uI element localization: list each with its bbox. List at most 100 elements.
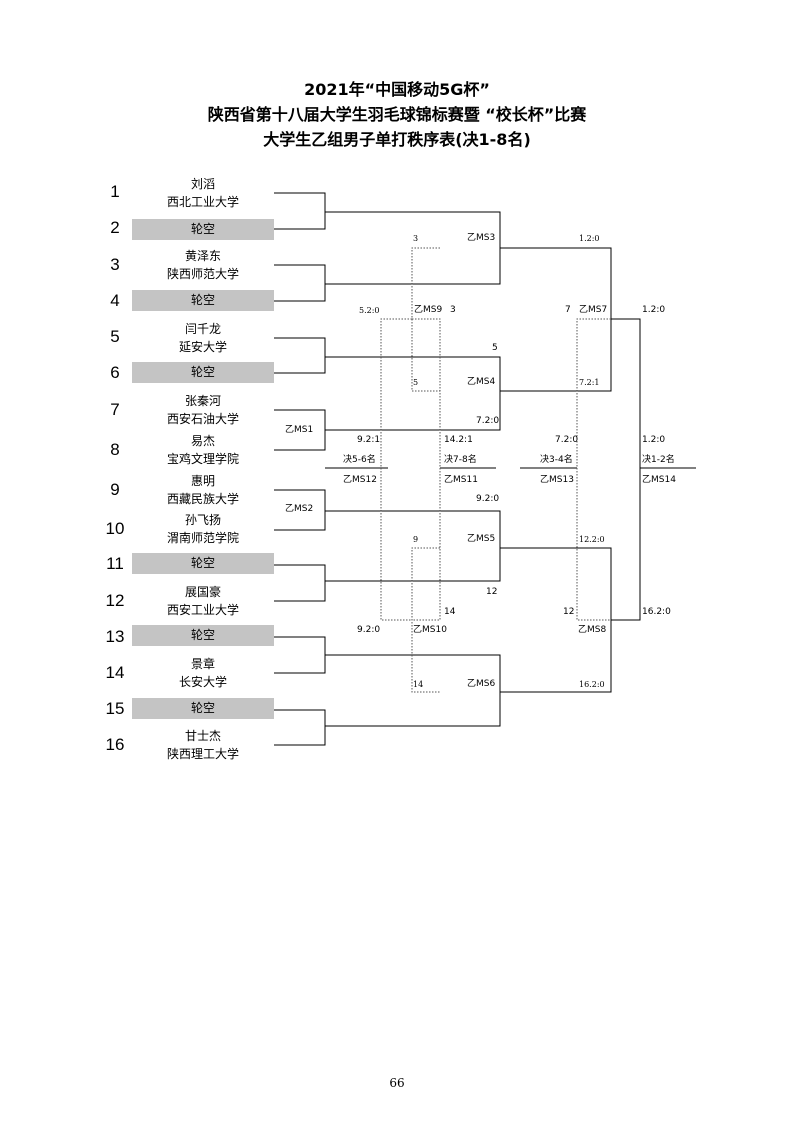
match-label: 乙MS4 <box>467 377 496 387</box>
score-label: 9.2:0 <box>357 625 381 635</box>
player-school: 宝鸡文理学院 <box>166 452 239 466</box>
score-label: 7 <box>565 305 571 315</box>
player-name: 易杰 <box>190 434 215 448</box>
player-name: 展国豪 <box>184 585 221 599</box>
player-school: 西藏民族大学 <box>166 492 239 506</box>
title-line-3: 大学生乙组男子单打秩序表(决1-8名) <box>263 130 531 149</box>
player-name: 惠明 <box>190 474 215 488</box>
bracket-line <box>325 356 501 431</box>
player-school: 陕西师范大学 <box>166 267 239 281</box>
score-label: 5 <box>413 378 419 387</box>
player-name: 闫千龙 <box>184 322 221 336</box>
bracket-line <box>274 709 326 746</box>
match-label: 乙MS11 <box>444 475 478 485</box>
seed-number: 2 <box>110 218 120 237</box>
player-entry: 易杰 宝鸡文理学院 <box>132 432 274 467</box>
player-school: 延安大学 <box>178 340 227 354</box>
score-label: 1.2:0 <box>642 305 666 315</box>
placement-label: 决7-8名 <box>444 455 477 465</box>
player-school: 渭南师范学院 <box>166 531 239 545</box>
dotted-bracket-line <box>380 318 412 621</box>
player-school: 陕西理工大学 <box>166 747 239 761</box>
seed-number: 5 <box>110 327 120 346</box>
match-label: 乙MS13 <box>540 475 574 485</box>
bracket-line <box>274 192 326 230</box>
seed-number: 8 <box>110 440 120 459</box>
match-label: 乙MS14 <box>642 475 676 485</box>
player-name: 黄泽东 <box>184 249 221 263</box>
seed-number: 12 <box>105 591 125 610</box>
bye-slot: 轮空 <box>132 362 274 383</box>
seed-number: 4 <box>110 291 120 310</box>
score-label: 1.2:0 <box>579 234 600 243</box>
match-label: 乙MS5 <box>467 534 496 544</box>
score-label: 5.2:0 <box>359 306 380 315</box>
page-number: 66 <box>389 1076 405 1090</box>
bracket-line <box>611 318 641 621</box>
player-name: 景章 <box>190 657 215 671</box>
match-label: 乙MS1 <box>285 425 314 435</box>
bracket-line <box>274 489 326 531</box>
seed-number: 9 <box>110 480 120 499</box>
score-label: 9 <box>413 535 419 544</box>
score-label: 7.2:1 <box>579 378 600 387</box>
seed-number: 16 <box>105 735 125 754</box>
seed-number: 6 <box>110 363 120 382</box>
score-label: 12.2:0 <box>579 535 605 544</box>
player-entry: 展国豪 西安工业大学 <box>132 583 274 618</box>
player-name: 张秦河 <box>184 394 221 408</box>
match-label: 乙MS2 <box>285 504 314 514</box>
seed-number: 7 <box>110 400 120 419</box>
score-label: 12 <box>563 607 575 617</box>
player-entry: 张秦河 西安石油大学 <box>132 392 274 427</box>
title-line-1: 2021年“中国移动5G杯” <box>304 80 490 99</box>
placement-label: 决5-6名 <box>343 455 376 465</box>
placement-label: 决1-2名 <box>642 455 675 465</box>
dotted-bracket-line <box>412 318 441 621</box>
score-label: 1.2:0 <box>642 435 666 445</box>
player-entry: 惠明 西藏民族大学 <box>132 472 274 507</box>
score-label: 7.2:0 <box>476 416 500 426</box>
match-label: 乙MS7 <box>579 305 608 315</box>
title-line-2: 陕西省第十八届大学生羽毛球锦标赛暨 “校长杯”比赛 <box>207 105 587 124</box>
seed-number: 3 <box>110 255 120 274</box>
score-label: 7.2:0 <box>555 435 579 445</box>
player-entry: 景章 长安大学 <box>132 655 274 690</box>
dotted-bracket-line <box>411 547 440 693</box>
player-school: 长安大学 <box>178 675 227 689</box>
match-label: 乙MS9 <box>414 305 443 315</box>
seed-number: 1 <box>110 182 120 201</box>
bracket-line <box>274 636 326 674</box>
bye-slot: 轮空 <box>132 625 274 646</box>
player-name: 孙飞扬 <box>184 513 221 527</box>
seed-number: 13 <box>105 627 125 646</box>
score-label: 3 <box>450 305 456 315</box>
score-label: 5 <box>492 343 498 353</box>
match-label: 乙MS10 <box>413 625 447 635</box>
score-label: 3 <box>413 234 419 243</box>
bracket-line <box>274 264 326 302</box>
bye-slot: 轮空 <box>132 219 274 240</box>
player-school: 西北工业大学 <box>166 195 239 209</box>
score-label: 14 <box>413 680 424 689</box>
bracket-line <box>325 510 501 582</box>
player-entry: 闫千龙 延安大学 <box>132 320 274 355</box>
player-name: 刘滔 <box>190 177 215 191</box>
match-label: 乙MS3 <box>467 233 496 243</box>
player-entry: 甘士杰 陕西理工大学 <box>132 727 274 762</box>
score-label: 16.2:0 <box>579 680 605 689</box>
placement-label: 决3-4名 <box>540 455 573 465</box>
player-entry: 黄泽东 陕西师范大学 <box>132 247 274 282</box>
dotted-bracket-line <box>576 318 611 621</box>
player-school: 西安石油大学 <box>166 412 239 426</box>
bracket-line <box>274 337 326 374</box>
bye-slot: 轮空 <box>132 290 274 311</box>
player-entry: 刘滔 西北工业大学 <box>132 175 274 210</box>
bracket-line <box>500 247 612 392</box>
score-label: 9.2:0 <box>476 494 500 504</box>
bracket-line <box>274 564 326 602</box>
score-label: 14 <box>444 607 456 617</box>
player-entry: 孙飞扬 渭南师范学院 <box>132 511 274 546</box>
player-school: 西安工业大学 <box>166 603 239 617</box>
